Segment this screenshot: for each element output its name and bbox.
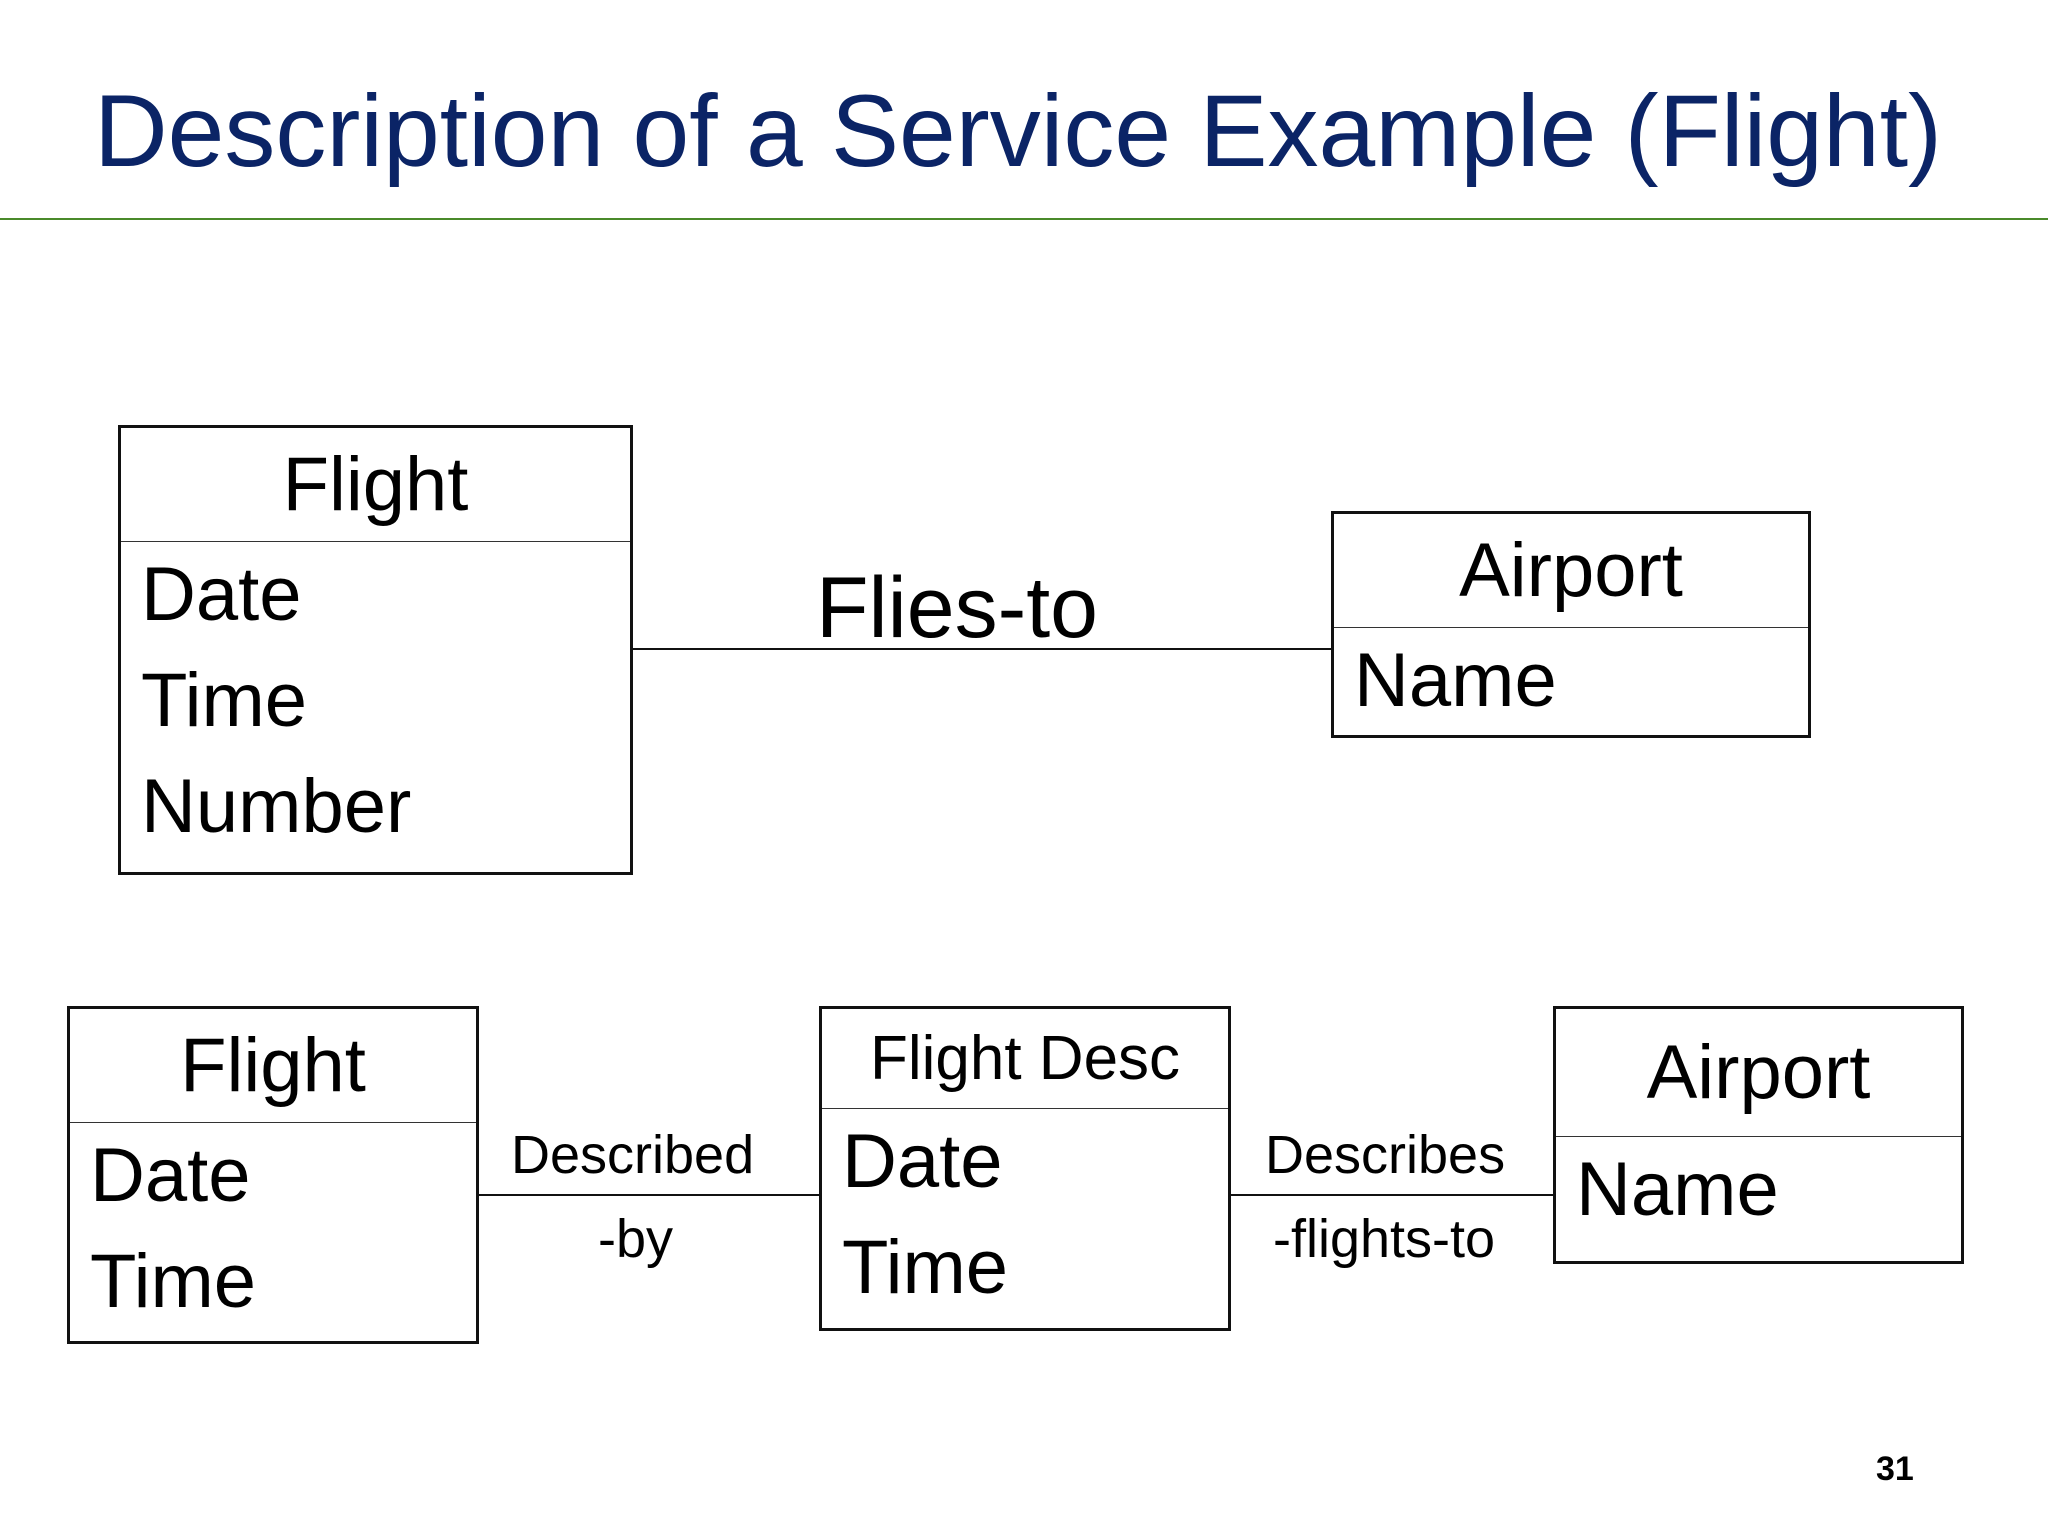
describes-flights-to-label-line2: -flights-to [1273,1209,1496,1269]
entity-name: Airport [1556,1009,1961,1137]
flies-to-label: Flies-to [816,560,1098,656]
entity-name: Airport [1334,514,1808,628]
top-flight-entity: Flight Date Time Number [118,425,633,875]
entity-attributes: Name [1556,1137,1961,1243]
attribute-name: Name [1576,1147,1779,1232]
attribute-number: Number [141,764,412,849]
attribute-time: Time [90,1239,257,1324]
describes-flights-to-label-line1: Describes [1265,1125,1506,1185]
attribute-time: Time [842,1225,1009,1310]
attribute-date: Date [90,1133,251,1218]
bottom-flight-entity: Flight Date Time [67,1006,479,1344]
flight-desc-entity: Flight Desc Date Time [819,1006,1231,1331]
attribute-date: Date [141,552,302,637]
entity-name: Flight [70,1009,476,1123]
flies-to-connector [633,648,1331,650]
attribute-name: Name [1354,638,1557,723]
entity-attributes: Date Time [822,1109,1228,1321]
entity-attributes: Date Time Number [121,542,630,860]
entity-attributes: Date Time [70,1123,476,1335]
attribute-time: Time [141,658,308,743]
attribute-date: Date [842,1119,1003,1204]
described-by-connector [479,1194,819,1196]
bottom-airport-entity: Airport Name [1553,1006,1964,1264]
top-airport-entity: Airport Name [1331,511,1811,738]
slide-title: Description of a Service Example (Flight… [94,74,1943,188]
entity-name: Flight [121,428,630,542]
described-by-label-line1: Described [511,1125,755,1185]
page-number: 31 [1876,1450,1914,1488]
entity-attributes: Name [1334,628,1808,734]
entity-name: Flight Desc [822,1009,1228,1109]
described-by-label-line2: -by [598,1209,674,1269]
describes-flights-to-connector [1231,1194,1553,1196]
title-divider [0,218,2048,220]
